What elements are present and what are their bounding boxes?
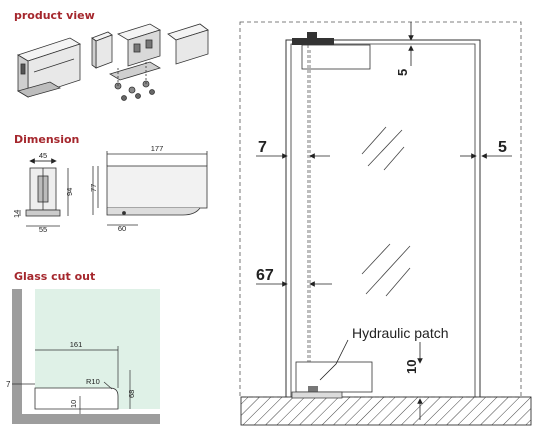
section-title-product-view: product view <box>14 9 95 22</box>
door-dim-bottom-10: 10 <box>404 360 419 374</box>
section-title-glass-cut-out: Glass cut out <box>14 270 96 283</box>
dim-77: 77 <box>89 184 98 192</box>
door-dim-67: 67 <box>256 267 274 284</box>
dim-94: 94 <box>65 188 74 196</box>
door-dim-right-5: 5 <box>498 139 507 156</box>
section-title-dimension: Dimension <box>14 133 80 146</box>
cutout-dim-10: 10 <box>69 400 78 408</box>
dimension-front-view <box>92 151 208 226</box>
dim-14: 14 <box>12 210 21 218</box>
hydraulic-patch-label: Hydraulic patch <box>352 325 449 341</box>
product-view-exploded <box>91 23 209 101</box>
product-view-assembled <box>16 37 81 98</box>
glass-cut-out-drawing <box>12 289 160 424</box>
cutout-dim-7: 7 <box>6 380 11 389</box>
cutout-dim-r10: R10 <box>86 377 100 386</box>
door-dimension-lines <box>256 22 512 420</box>
dimension-side-view <box>19 158 69 227</box>
dim-55: 55 <box>39 225 47 234</box>
door-dim-top-5: 5 <box>395 69 410 76</box>
dim-60: 60 <box>118 224 126 233</box>
cutout-dim-68: 68 <box>127 390 136 398</box>
cutout-dim-161: 161 <box>70 340 83 349</box>
dim-45: 45 <box>39 151 47 160</box>
door-elevation <box>239 21 532 426</box>
dim-177: 177 <box>151 144 164 153</box>
door-dim-left-7: 7 <box>258 139 267 156</box>
